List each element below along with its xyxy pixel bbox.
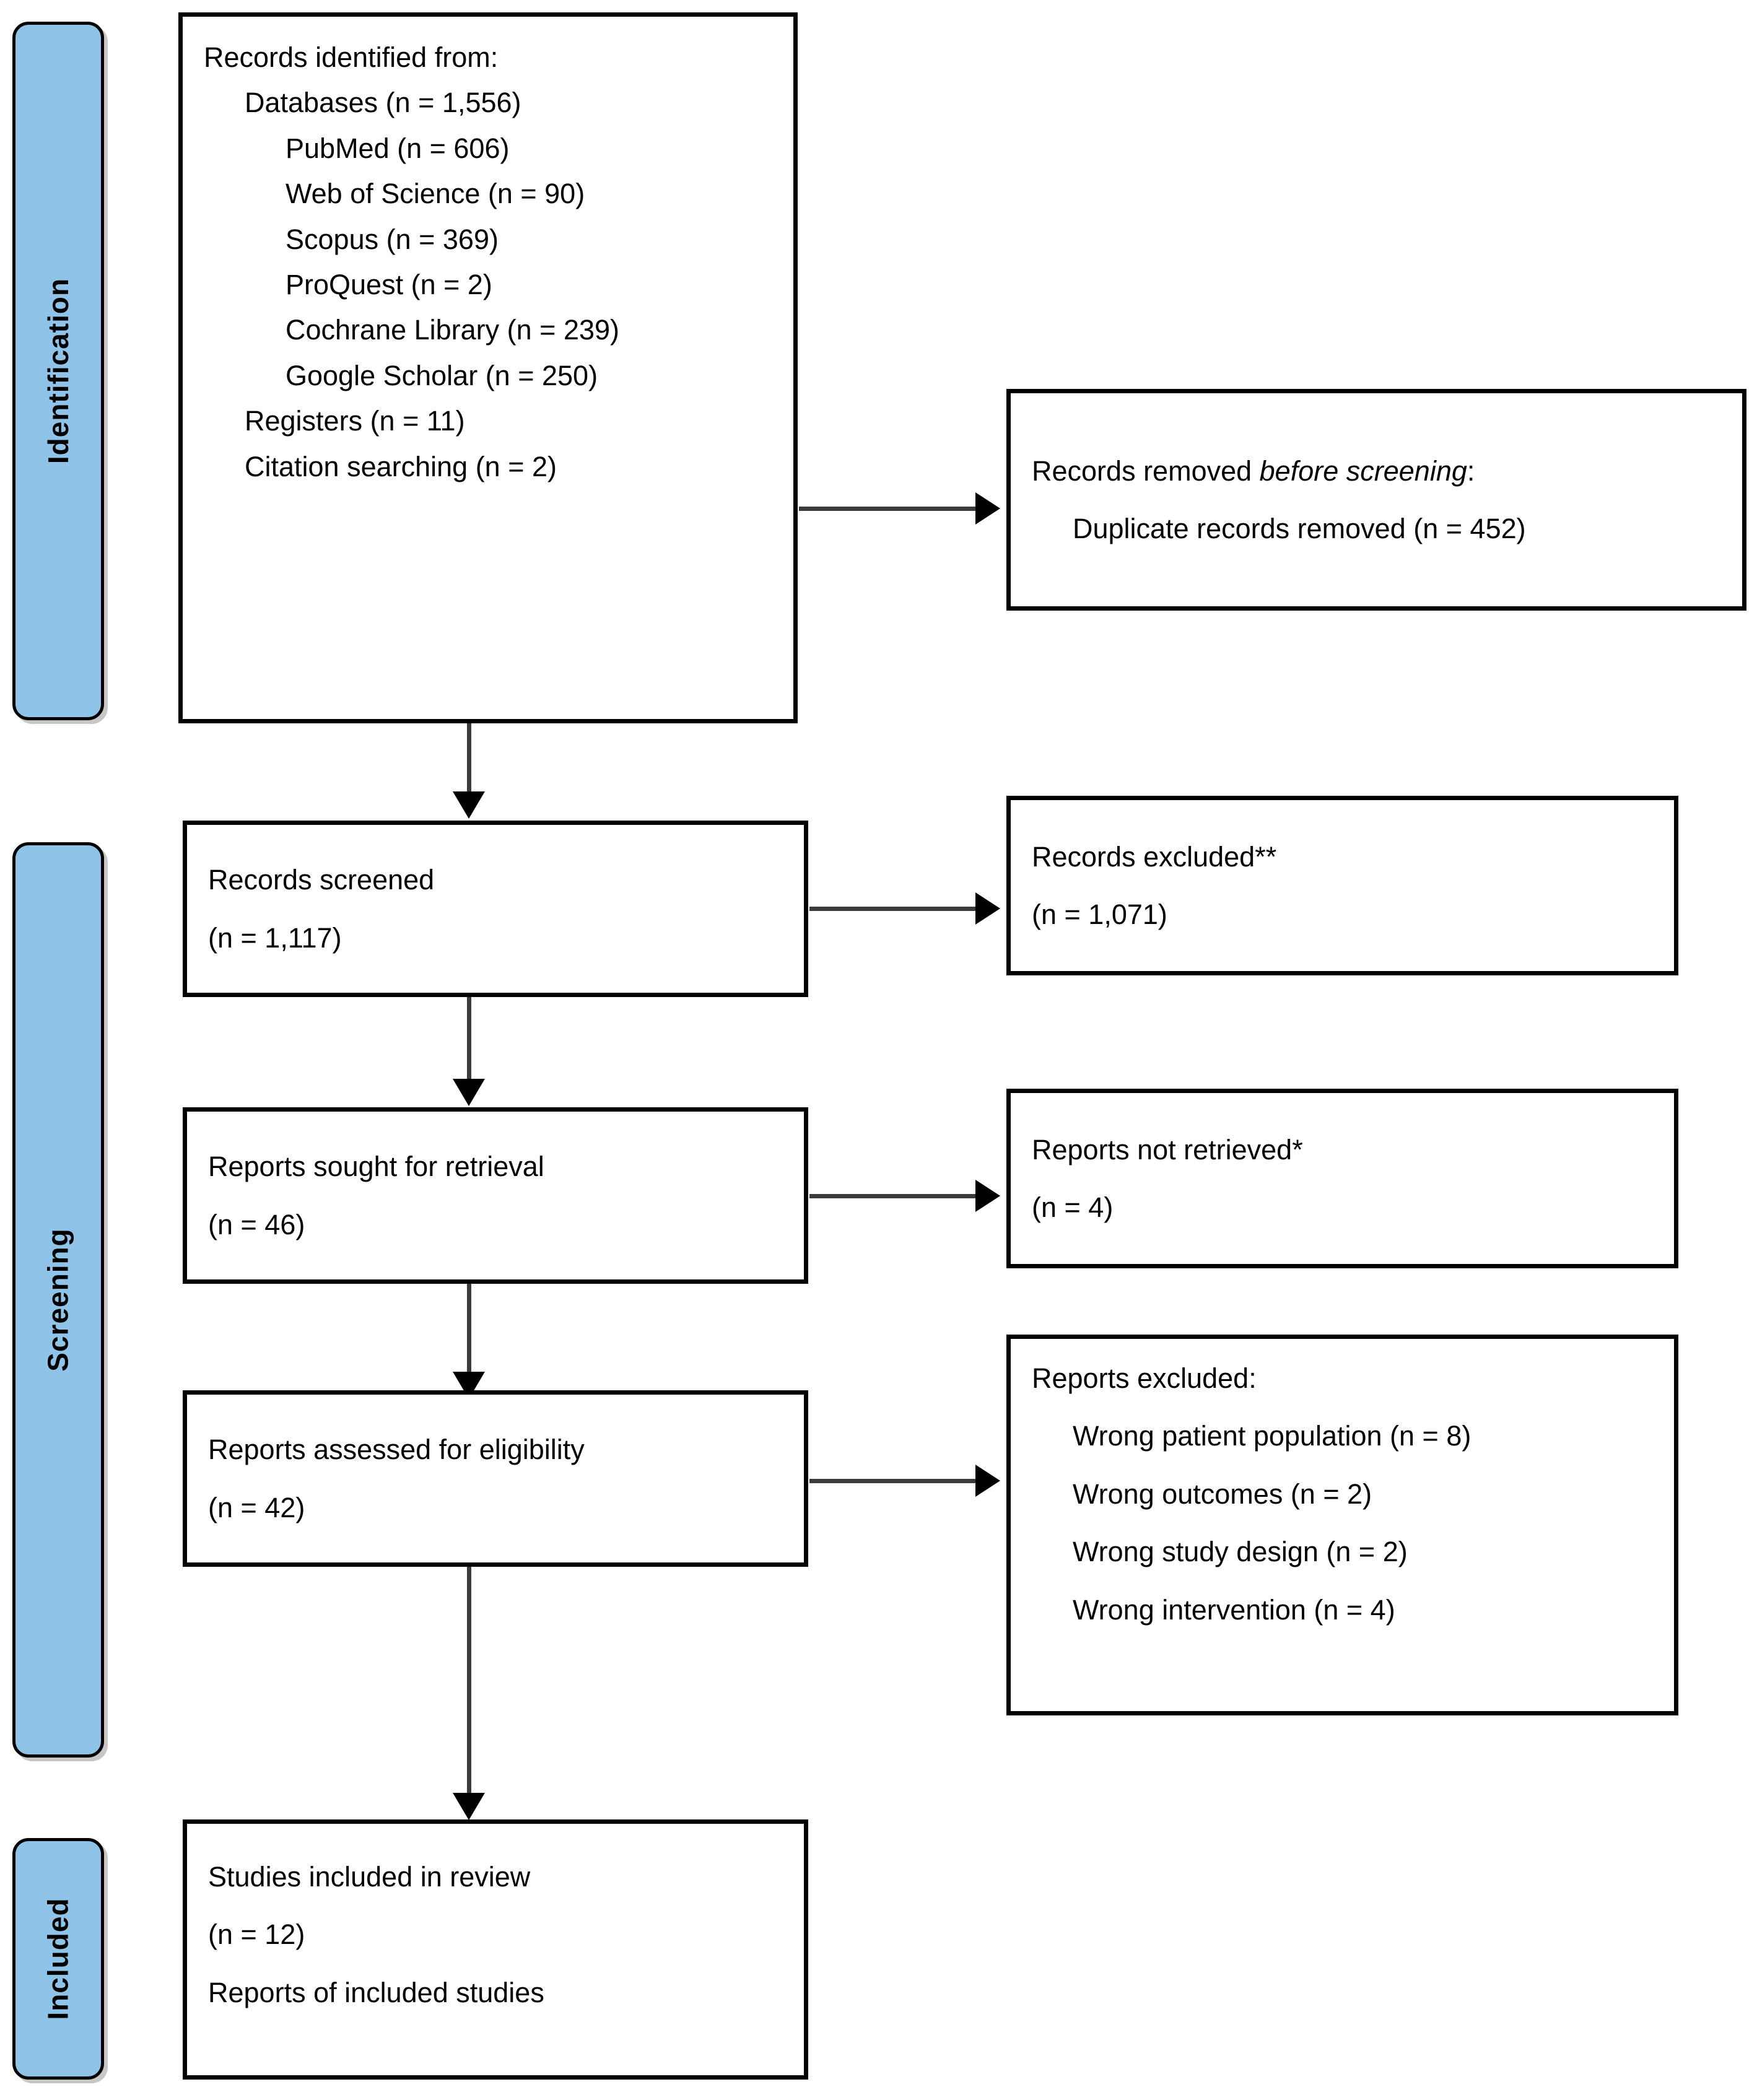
stage-label-screening: Screening	[42, 1228, 75, 1372]
studies-included-count: (n = 12)	[208, 1919, 305, 1951]
records-identified-pubmed: PubMed (n = 606)	[286, 132, 510, 164]
reports-not-retrieved-count: (n = 4)	[1032, 1192, 1114, 1223]
box-reports-sought-for-retrieval: Reports sought for retrieval (n = 46)	[183, 1107, 808, 1284]
connector-sought-to-not-retrieved	[809, 1194, 982, 1198]
connector-screened-to-excluded	[809, 907, 982, 911]
arrowhead-screened-to-excluded	[975, 892, 1000, 925]
connector-identified-to-removed	[799, 507, 982, 511]
studies-included-reports-label: Reports of included studies	[208, 1976, 544, 2008]
connector-sought-to-assessed	[467, 1284, 471, 1374]
records-screened-count: (n = 1,117)	[208, 921, 342, 954]
records-identified-citation-searching: Citation searching (n = 2)	[245, 450, 557, 482]
connector-assessed-to-included	[467, 1567, 471, 1796]
reports-excluded-reason-wrong-outcomes: Wrong outcomes (n = 2)	[1073, 1478, 1372, 1510]
reports-not-retrieved-label: Reports not retrieved*	[1032, 1133, 1303, 1165]
stage-pill-included: Included	[12, 1838, 104, 2080]
reports-excluded-reason-wrong-study-design: Wrong study design (n = 2)	[1073, 1536, 1408, 1568]
stage-label-identification: Identification	[42, 277, 75, 464]
records-identified-google-scholar: Google Scholar (n = 250)	[286, 359, 598, 391]
records-screened-label: Records screened	[208, 864, 435, 896]
records-identified-registers: Registers (n = 11)	[245, 405, 465, 437]
records-excluded-label: Records excluded**	[1032, 840, 1277, 873]
records-removed-heading-pre: Records removed	[1032, 455, 1260, 487]
arrowhead-assessed-to-reports-excluded	[975, 1465, 1000, 1497]
arrowhead-identified-to-removed	[975, 492, 1000, 525]
arrowhead-identified-to-screened	[453, 791, 485, 819]
box-studies-included: Studies included in review (n = 12) Repo…	[183, 1819, 808, 2080]
box-records-removed-before-screening: Records removed before screening: Duplic…	[1006, 389, 1746, 611]
records-excluded-count: (n = 1,071)	[1032, 899, 1167, 930]
duplicate-records-removed: Duplicate records removed (n = 452)	[1073, 513, 1526, 544]
records-identified-scopus: Scopus (n = 369)	[286, 223, 499, 255]
studies-included-label: Studies included in review	[208, 1861, 531, 1893]
reports-sought-label: Reports sought for retrieval	[208, 1151, 544, 1183]
reports-excluded-reason-wrong-patient-population: Wrong patient population (n = 8)	[1073, 1420, 1471, 1452]
connector-assessed-to-reports-excluded	[809, 1479, 982, 1483]
reports-assessed-count: (n = 42)	[208, 1491, 305, 1523]
stage-label-included: Included	[42, 1897, 74, 2020]
records-identified-cochrane-library: Cochrane Library (n = 239)	[286, 314, 620, 346]
box-reports-assessed-for-eligibility: Reports assessed for eligibility (n = 42…	[183, 1390, 808, 1567]
box-records-excluded: Records excluded** (n = 1,071)	[1006, 796, 1678, 975]
box-reports-not-retrieved: Reports not retrieved* (n = 4)	[1006, 1089, 1678, 1268]
reports-assessed-label: Reports assessed for eligibility	[208, 1434, 585, 1466]
records-removed-heading-italic: before screening	[1259, 455, 1467, 487]
records-identified-heading: Records identified from:	[204, 41, 499, 73]
stage-pill-screening: Screening	[12, 842, 104, 1758]
arrowhead-sought-to-not-retrieved	[975, 1180, 1000, 1212]
reports-sought-count: (n = 46)	[208, 1208, 305, 1240]
records-identified-databases: Databases (n = 1,556)	[245, 87, 521, 119]
records-removed-heading: Records removed before screening:	[1032, 453, 1721, 489]
connector-screened-to-sought	[467, 997, 471, 1081]
records-removed-heading-post: :	[1467, 455, 1475, 487]
box-records-screened: Records screened (n = 1,117)	[183, 821, 808, 997]
reports-excluded-heading: Reports excluded:	[1032, 1362, 1257, 1394]
arrowhead-assessed-to-included	[453, 1793, 485, 1820]
arrowhead-screened-to-sought	[453, 1079, 485, 1106]
reports-excluded-reason-wrong-intervention: Wrong intervention (n = 4)	[1073, 1593, 1395, 1626]
records-identified-web-of-science: Web of Science (n = 90)	[286, 178, 585, 210]
box-records-identified: Records identified from: Databases (n = …	[178, 12, 798, 723]
box-reports-excluded: Reports excluded: Wrong patient populati…	[1006, 1335, 1678, 1715]
stage-pill-identification: Identification	[12, 22, 104, 720]
connector-identified-to-screened	[467, 723, 471, 795]
records-identified-proquest: ProQuest (n = 2)	[286, 268, 492, 300]
